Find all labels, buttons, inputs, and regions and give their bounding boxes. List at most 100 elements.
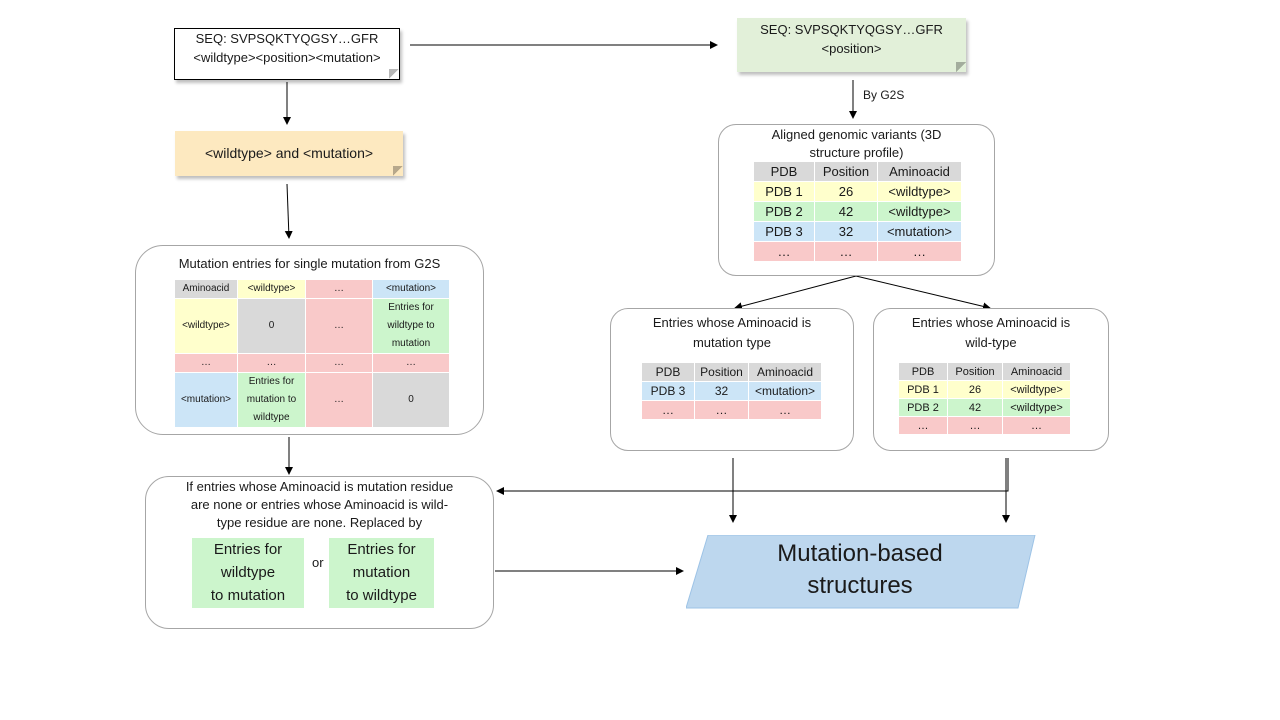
- table-cell: PDB 2: [898, 398, 948, 417]
- table-row: … … …: [898, 416, 1071, 435]
- table-cell: <mutation>: [748, 381, 822, 401]
- by-g2s-label: By G2S: [863, 88, 905, 102]
- arrow-aligned-to-mut: [734, 275, 857, 311]
- fallback-line-1: If entries whose Aminoacid is mutation r…: [185, 479, 454, 494]
- table-cell: …: [898, 416, 948, 435]
- matrix-cell: <mutation>: [174, 372, 238, 428]
- header-cell: Position: [814, 161, 878, 182]
- entries-mut-title-1: Entries whose Aminoacid is: [652, 315, 812, 330]
- box-line: Entries for: [347, 541, 416, 558]
- table-cell: <mutation>: [877, 221, 962, 242]
- arrow-aligned-to-wt: [855, 275, 991, 311]
- matrix-cell: Entries for mutation to wildtype: [237, 372, 306, 428]
- wildtype-mutation-label: <wildtype> and <mutation>: [204, 145, 374, 161]
- table-cell: …: [748, 400, 822, 420]
- mutation-matrix: Aminoacid <wildtype> … <mutation> <wildt…: [174, 279, 450, 428]
- table-header-row: PDB Position Aminoacid: [641, 362, 822, 382]
- seq-position-note: SEQ: SVPSQKTYQGSY…GFR <position>: [737, 18, 966, 72]
- entries-wt-table: PDB Position Aminoacid PDB 1 26 <wildtyp…: [898, 362, 1071, 435]
- header-cell: Aminoacid: [1002, 362, 1071, 381]
- matrix-cell: Aminoacid: [174, 279, 238, 299]
- matrix-cell: …: [237, 353, 306, 373]
- table-row: … … …: [641, 400, 822, 420]
- table-header-row: PDB Position Aminoacid: [753, 161, 962, 182]
- wildtype-mutation-note: <wildtype> and <mutation>: [175, 131, 403, 176]
- table-cell: …: [694, 400, 749, 420]
- table-cell: PDB 3: [641, 381, 695, 401]
- aligned-table: PDB Position Aminoacid PDB 1 26 <wildtyp…: [753, 161, 962, 262]
- table-cell: 42: [814, 201, 878, 222]
- entries-wt-title-1: Entries whose Aminoacid is: [911, 315, 1071, 330]
- table-row: PDB 1 26 <wildtype>: [753, 181, 962, 202]
- aligned-title-2: structure profile): [809, 145, 904, 160]
- arrow-wtmut-to-entries: [284, 183, 293, 239]
- aligned-variants-panel: Aligned genomic variants (3D structure p…: [718, 124, 995, 276]
- table-header-row: PDB Position Aminoacid: [898, 362, 1071, 381]
- table-cell: PDB 1: [898, 380, 948, 399]
- fallback-line-3: type residue are none. Replaced by: [216, 515, 423, 530]
- matrix-cell: …: [174, 353, 238, 373]
- matrix-row: <mutation> Entries for mutation to wildt…: [174, 372, 450, 428]
- matrix-cell: …: [305, 372, 373, 428]
- table-cell: <wildtype>: [1002, 398, 1071, 417]
- matrix-cell: 0: [372, 372, 450, 428]
- table-cell: <wildtype>: [877, 181, 962, 202]
- table-cell: PDB 1: [753, 181, 815, 202]
- entries-wildtype-panel: Entries whose Aminoacid is wild-type PDB…: [873, 308, 1109, 451]
- mutation-to-wildtype-box: Entries for mutation to wildtype: [329, 538, 434, 608]
- table-cell: …: [814, 241, 878, 262]
- header-cell: Aminoacid: [877, 161, 962, 182]
- table-cell: …: [641, 400, 695, 420]
- entries-wt-title-2: wild-type: [965, 335, 1017, 350]
- header-cell: PDB: [898, 362, 948, 381]
- table-cell: <wildtype>: [1002, 380, 1071, 399]
- box-line: wildtype: [220, 564, 276, 581]
- header-cell: Position: [694, 362, 749, 382]
- table-cell: 26: [814, 181, 878, 202]
- arrow-wt-to-fallback: [496, 458, 1009, 495]
- table-cell: 32: [694, 381, 749, 401]
- fallback-panel: If entries whose Aminoacid is mutation r…: [145, 476, 494, 629]
- seq-line: SEQ: SVPSQKTYQGSY…GFR: [195, 31, 379, 46]
- header-cell: Position: [947, 362, 1003, 381]
- entries-mutation-type-panel: Entries whose Aminoacid is mutation type…: [610, 308, 854, 451]
- aligned-title-1: Aligned genomic variants (3D: [771, 127, 942, 142]
- table-cell: 32: [814, 221, 878, 242]
- table-cell: PDB 2: [753, 201, 815, 222]
- box-line: mutation: [352, 564, 411, 581]
- seq-input-note: SEQ: SVPSQKTYQGSY…GFR <wildtype><positio…: [174, 28, 400, 80]
- box-line: to mutation: [210, 587, 286, 604]
- result-label: Mutation-based structures: [700, 538, 1020, 602]
- matrix-cell: Entries for wildtype to mutation: [372, 298, 450, 354]
- matrix-cell: …: [305, 298, 373, 354]
- table-row: … … …: [753, 241, 962, 262]
- entries-mut-title-2: mutation type: [692, 335, 772, 350]
- mutation-entries-title: Mutation entries for single mutation fro…: [178, 256, 441, 271]
- header-cell: PDB: [641, 362, 695, 382]
- matrix-cell: <mutation>: [372, 279, 450, 299]
- header-cell: Aminoacid: [748, 362, 822, 382]
- matrix-row: … … … …: [174, 353, 450, 373]
- table-cell: …: [1002, 416, 1071, 435]
- table-cell: PDB 3: [753, 221, 815, 242]
- position-line: <position>: [821, 41, 882, 56]
- header-cell: PDB: [753, 161, 815, 182]
- mutation-entries-panel: Mutation entries for single mutation fro…: [135, 245, 484, 435]
- table-row: PDB 1 26 <wildtype>: [898, 380, 1071, 399]
- result-shape: [686, 535, 1036, 609]
- table-cell: …: [753, 241, 815, 262]
- matrix-cell: <wildtype>: [237, 279, 306, 299]
- result-line-1: Mutation-based: [777, 540, 943, 567]
- table-cell: …: [877, 241, 962, 262]
- result-line-2: structures: [807, 572, 913, 599]
- fallback-line-2: are none or entries whose Aminoacid is w…: [190, 497, 449, 512]
- table-cell: …: [947, 416, 1003, 435]
- or-label: or: [312, 555, 324, 570]
- table-cell: 26: [947, 380, 1003, 399]
- box-line: Entries for: [213, 541, 283, 558]
- matrix-row: Aminoacid <wildtype> … <mutation>: [174, 279, 450, 299]
- table-cell: <wildtype>: [877, 201, 962, 222]
- matrix-cell: …: [305, 353, 373, 373]
- matrix-row: <wildtype> 0 … Entries for wildtype to m…: [174, 298, 450, 354]
